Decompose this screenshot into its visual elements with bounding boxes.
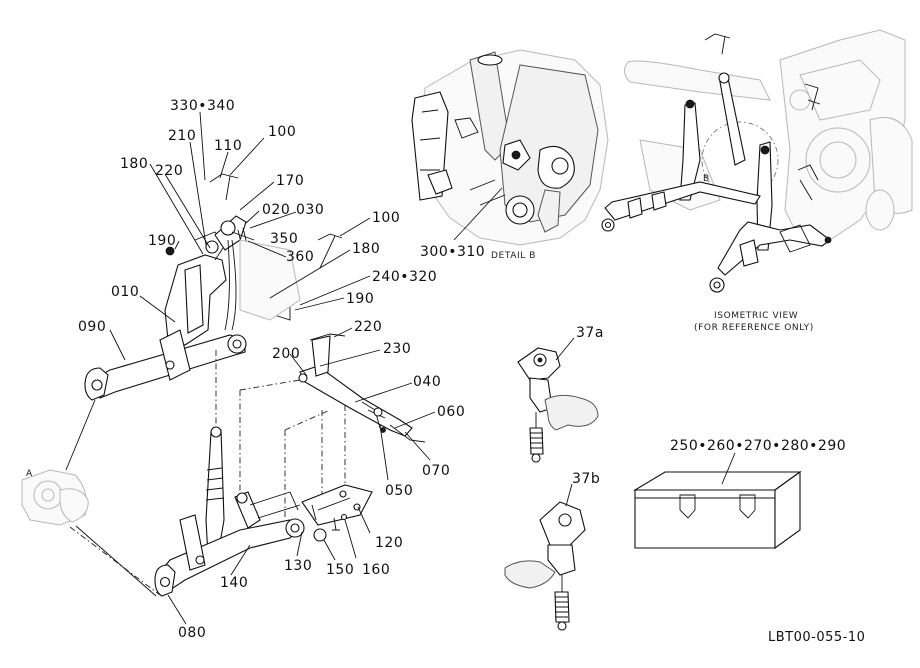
callout-180-top: 180 <box>120 156 148 172</box>
reference-code: LBT00-055-10 <box>768 630 865 645</box>
callout-300-310: 300•310 <box>420 244 485 260</box>
callout-190-mid: 190 <box>346 291 374 307</box>
callout-190-left: 190 <box>148 233 176 249</box>
part-37a-illustration <box>517 347 599 463</box>
callout-220-top: 220 <box>155 163 183 179</box>
callout-140: 140 <box>220 575 248 591</box>
callout-250-290: 250•260•270•280•290 <box>670 438 846 454</box>
isometric-caption-line1: ISOMETRIC VIEW <box>714 311 798 321</box>
callout-360: 360 <box>286 249 314 265</box>
callout-030: 030 <box>296 202 324 218</box>
callout-170: 170 <box>276 173 304 189</box>
isometric-view-illustration <box>601 29 913 293</box>
main-assembly-illustration <box>21 173 426 597</box>
callout-110: 110 <box>214 138 242 154</box>
callout-160: 160 <box>362 562 390 578</box>
callout-070: 070 <box>422 463 450 479</box>
leader-300-310 <box>453 187 503 241</box>
detail-b-illustration <box>411 49 609 246</box>
isometric-caption-line2: (FOR REFERENCE ONLY) <box>694 323 814 333</box>
callout-020: 020 <box>262 202 290 218</box>
callout-040: 040 <box>413 374 441 390</box>
part-37b-illustration <box>504 501 586 631</box>
callout-060: 060 <box>437 404 465 420</box>
callout-350: 350 <box>270 231 298 247</box>
callout-090: 090 <box>78 319 106 335</box>
callout-37b: 37b <box>572 471 600 487</box>
callout-100-mid: 100 <box>372 210 400 226</box>
callout-130: 130 <box>284 558 312 574</box>
callout-330-340: 330•340 <box>170 98 235 114</box>
callout-37a: 37a <box>576 325 604 341</box>
detail-b-caption: DETAIL B <box>491 251 536 261</box>
callout-120: 120 <box>375 535 403 551</box>
isometric-b-marker: B <box>703 174 710 184</box>
callout-210: 210 <box>168 128 196 144</box>
callout-240-320: 240•320 <box>372 269 437 285</box>
callout-200: 200 <box>272 346 300 362</box>
callout-050: 050 <box>385 483 413 499</box>
main-leaders <box>109 111 436 625</box>
callout-230: 230 <box>383 341 411 357</box>
detail-a-marker: A <box>26 469 33 479</box>
callout-220-mid: 220 <box>354 319 382 335</box>
callout-180-mid: 180 <box>352 241 380 257</box>
callout-010: 010 <box>111 284 139 300</box>
callout-080: 080 <box>178 625 206 641</box>
callout-100-top: 100 <box>268 124 296 140</box>
toolbox-illustration <box>633 470 802 550</box>
callout-150: 150 <box>326 562 354 578</box>
